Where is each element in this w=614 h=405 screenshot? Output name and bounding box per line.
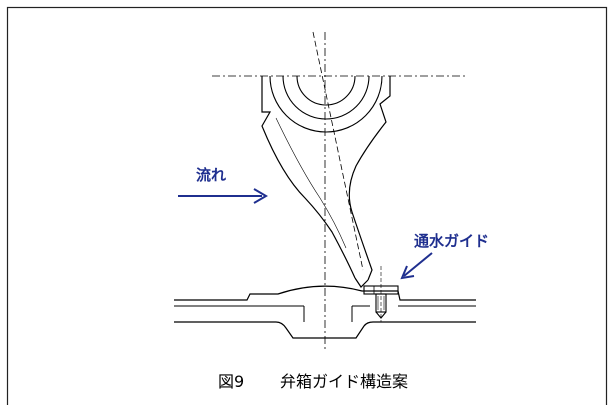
flow-arrow-head bbox=[253, 188, 268, 204]
guide-pointer-shaft bbox=[403, 252, 433, 277]
guide-pointer-head bbox=[400, 265, 415, 280]
caption-figure-number: 図9 bbox=[218, 372, 244, 391]
water-guide-label: 通水ガイド bbox=[414, 232, 489, 250]
caption-title: 弁箱ガイド構造案 bbox=[280, 372, 408, 391]
disc-arm-inner-edge bbox=[275, 117, 347, 249]
disc-arm-left-edge bbox=[261, 76, 356, 279]
flow-label: 流れ bbox=[196, 166, 226, 184]
disc-arm-right-edge bbox=[348, 76, 391, 281]
frame-border bbox=[6, 6, 608, 405]
hinge-arc-outer bbox=[269, 75, 383, 133]
valve-body-bottom-edge bbox=[174, 321, 476, 339]
disc-arm-tip bbox=[354, 277, 369, 288]
hinge-arc-inner bbox=[296, 75, 356, 106]
arm-axis-line bbox=[312, 31, 364, 271]
valve-body-top-edge bbox=[174, 285, 476, 301]
hinge-arc-middle bbox=[282, 75, 370, 120]
